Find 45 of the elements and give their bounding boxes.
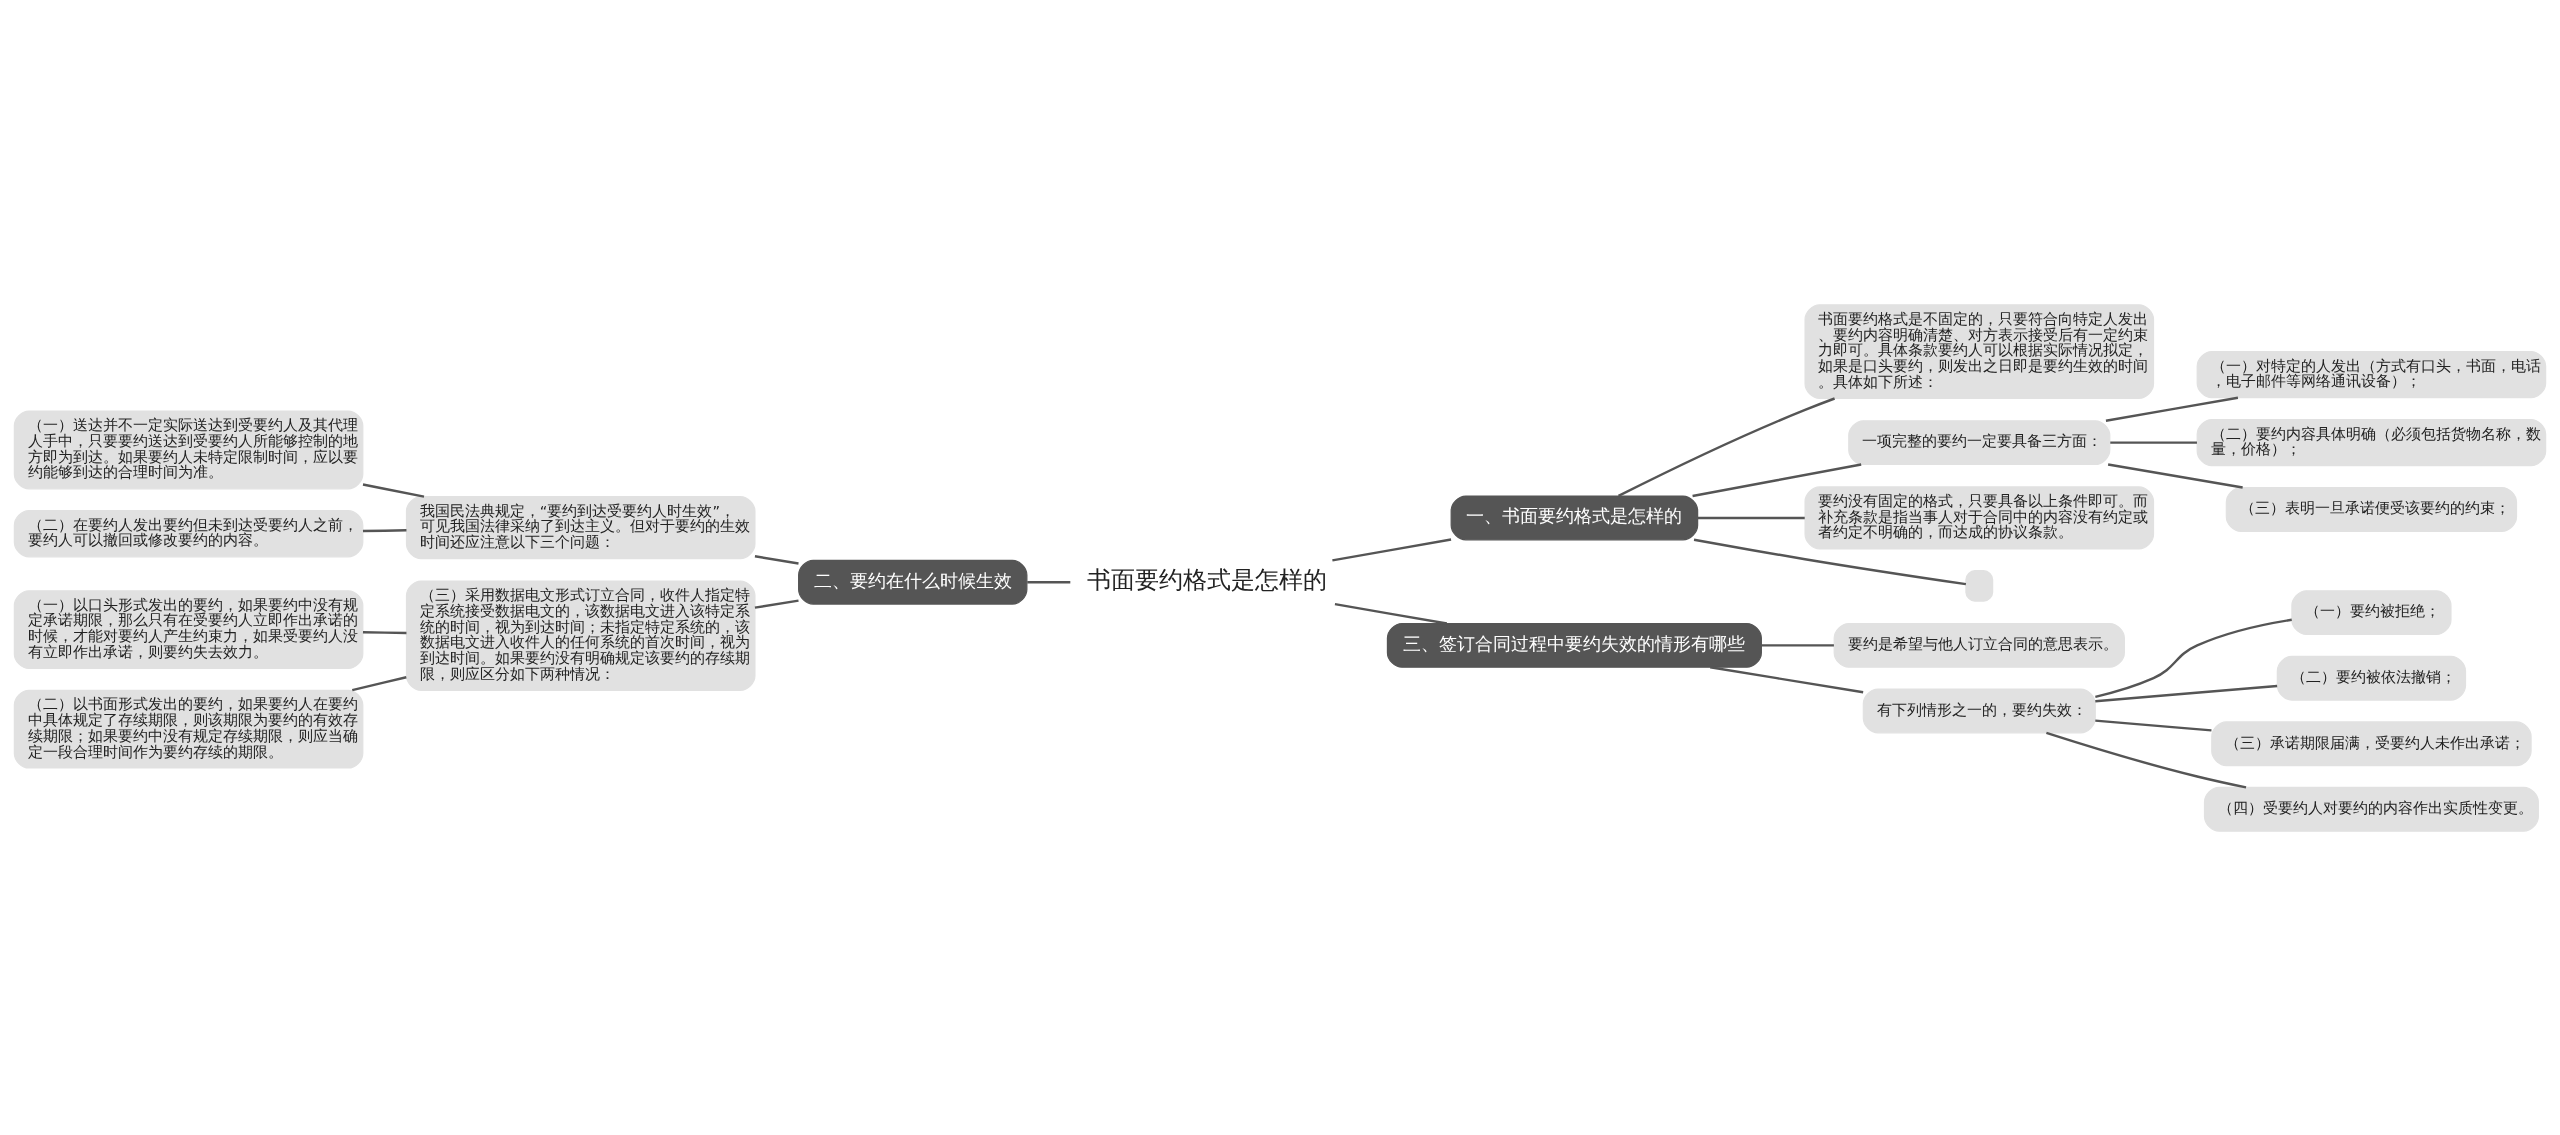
- node-box: （三）承诺期限届满，受要约人未作出承诺；: [2211, 720, 2532, 766]
- connector: [1693, 538, 1967, 585]
- node-box: （一）以口头形式发出的要约，如果要约中没有规定承诺期限，那么只有在受要约人立即作出承诺的时候，才能对要约人产生约束力，如果受要约人没有立即作出承诺，则要约失去效力。: [13, 589, 364, 669]
- node-box: （一）要约被拒绝；: [2291, 589, 2452, 635]
- node-box: 一、书面要约格式是怎样的: [1450, 494, 1699, 540]
- node-box: （二）要约被依法撤销；: [2276, 655, 2467, 701]
- node-box: （二）以书面形式发出的要约，如果要约人在要约中具体规定了存续期限，则该期限为要约的有效存续期限；如果要约中没有规定存续期限，则应当确定一段合理时间作为要约存续的期限。: [13, 689, 364, 769]
- node-box: 要约是希望与他人订立合同的意思表示。: [1833, 622, 2125, 668]
- node-box: 三、签订合同过程中要约失效的情形有哪些: [1386, 622, 1762, 668]
- connector: [1027, 580, 1071, 583]
- node-box: 要约没有固定的格式，只要具备以上条件即可。而补充条款是指当事人对于合同中的内容没有约定或者约定不明确的，而达成的协议条款。: [1804, 485, 2155, 549]
- node-box: （一）对特定的人发出（方式有口头，书面，电话，电子邮件等网络通讯设备）；: [2196, 350, 2547, 398]
- node-box: 书面要约格式是不固定的，只要符合向特定人发出、要约内容明确清楚、对方表示接受后有一定约束力即可。具体条款要约人可以根据实际情况拟定，如果是口头要约，则发出之日即是要约生效的时间。具体如下所述：: [1804, 303, 2155, 399]
- node-box: （三）采用数据电文形式订立合同，收件人指定特定系统接受数据电文的，该数据电文进入该特定系统的时间，视为到达时间；未指定特定系统的，该数据电文进入收件人的任何系统的首次时间，视为到达时间。如果要约没有明确规定该要约的存续期限，则应区分如下两种情况：: [405, 579, 756, 691]
- connector: [1692, 462, 1862, 497]
- connector: [362, 528, 407, 532]
- connector: [1761, 643, 1834, 647]
- connector: [2110, 440, 2197, 444]
- node-box: （二）在要约人发出要约但未到达受要约人之前，要约人可以撤回或修改要约的内容。: [13, 509, 364, 557]
- node-box: 一项完整的要约一定要具备三方面：: [1848, 419, 2111, 465]
- node-box: 二、要约在什么时候生效: [798, 559, 1028, 605]
- connector: [2107, 462, 2243, 489]
- connector: [1617, 396, 1835, 497]
- node-box: （一）送达并不一定实际送达到受要约人及其代理人手中，只要要约送达到受要约人所能够控制的地方即为到达。如果要约人未特定限制时间，应以要约能够到达的合理时间为准。: [13, 409, 364, 489]
- node-box: （三）表明一旦承诺便受该要约的约束；: [2225, 486, 2518, 532]
- connector: [1698, 516, 1805, 519]
- node-box: 有下列情形之一的，要约失效：: [1862, 688, 2096, 733]
- connector: [351, 675, 407, 691]
- connector: [362, 630, 407, 634]
- connector: [2046, 731, 2247, 789]
- connector: [754, 598, 799, 609]
- connector: [2095, 718, 2212, 732]
- node-box: （四）受要约人对要约的内容作出实质性变更。: [2203, 786, 2539, 832]
- connector: [1334, 602, 1448, 625]
- connector: [1710, 665, 1864, 693]
- connector: [362, 482, 425, 498]
- node-box: 我国民法典规定，“要约到达受要约人时生效”，可见我国法律采纳了到达主义。但对于要约的生效时间还应注意以下三个问题：: [405, 495, 756, 559]
- connector: [754, 554, 799, 565]
- connector: [2095, 684, 2278, 702]
- node-box: （二）要约内容具体明确（必须包括货物名称，数量，价格）；: [2196, 418, 2547, 466]
- node-box: [1965, 569, 1994, 602]
- connector: [2105, 396, 2239, 422]
- connector: [2095, 618, 2292, 698]
- connector: [1332, 537, 1452, 562]
- node-text: 书面要约格式是怎样的: [1087, 564, 1328, 594]
